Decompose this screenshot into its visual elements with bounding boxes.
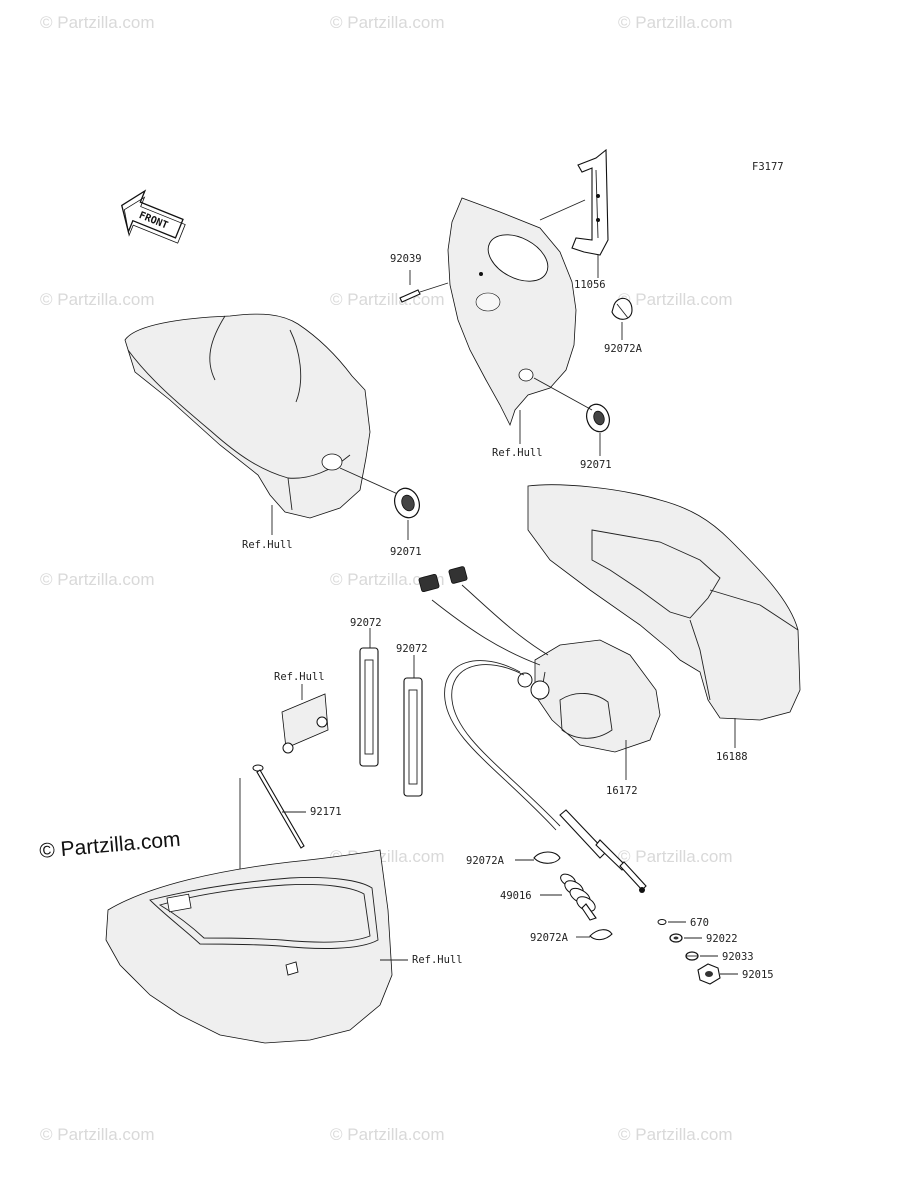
watermark: © Partzilla.com: [40, 290, 155, 309]
boot-49016: [560, 873, 597, 921]
label-92072-a: 92072: [350, 617, 382, 629]
watermark: © Partzilla.com: [330, 290, 445, 309]
clip-92072A-mid: [533, 851, 561, 864]
cable-end-rod: [559, 809, 647, 893]
label-92072A-mid: 92072A: [466, 855, 505, 867]
hull-panel-bottom: [105, 849, 393, 1044]
label-92015: 92015: [742, 969, 774, 981]
watermark: © Partzilla.com: [618, 847, 733, 866]
clip-92072A-low: [589, 929, 613, 941]
label-16188: 16188: [716, 751, 748, 763]
label-ref-hull-left: Ref.Hull: [242, 539, 293, 551]
watermark: © Partzilla.com: [330, 13, 445, 32]
control-unit-16172: [517, 639, 661, 753]
label-49016: 49016: [500, 890, 532, 902]
pin-92039: [399, 270, 421, 303]
control-cable: [444, 660, 561, 831]
label-92039: 92039: [390, 253, 422, 265]
label-92072A-top: 92072A: [604, 343, 643, 355]
watermark: © Partzilla.com: [330, 1125, 445, 1144]
label-16172: 16172: [606, 785, 638, 797]
credit-text: © Partzilla.com: [38, 828, 181, 863]
label-92072-b: 92072: [396, 643, 428, 655]
watermark: © Partzilla.com: [40, 13, 155, 32]
part-92033: [685, 951, 699, 961]
label-92022: 92022: [706, 933, 738, 945]
part-670: [657, 919, 667, 925]
grommet-92071-right: [586, 403, 610, 433]
watermark: © Partzilla.com: [330, 570, 445, 589]
label-ref-hull-bottom: Ref.Hull: [412, 954, 463, 966]
watermark: © Partzilla.com: [618, 290, 733, 309]
front-arrow-icon: FRONT: [121, 189, 186, 244]
hull-panel-left: [124, 313, 371, 519]
bracket-11056: [571, 148, 609, 256]
watermark: © Partzilla.com: [40, 1125, 155, 1144]
cover-16188: [527, 484, 801, 721]
watermark: © Partzilla.com: [618, 1125, 733, 1144]
watermark: © Partzilla.com: [40, 570, 155, 589]
label-ref-hull-mid: Ref.Hull: [274, 671, 325, 683]
rod-92171: [252, 764, 305, 849]
label-92071-right: 92071: [580, 459, 612, 471]
ref-hull-plate: [281, 693, 329, 754]
hull-panel-top: [447, 197, 577, 427]
label-ref-hull-top: Ref.Hull: [492, 447, 543, 459]
watermark: © Partzilla.com: [618, 13, 733, 32]
label-92033: 92033: [722, 951, 754, 963]
label-670: 670: [690, 917, 709, 929]
label-92171: 92171: [310, 806, 342, 818]
clip-92072A-top: [611, 297, 633, 320]
label-11056: 11056: [574, 279, 606, 291]
label-92072A-low: 92072A: [530, 932, 569, 944]
strap-92072-b: [403, 677, 423, 797]
part-92015: [697, 963, 721, 985]
grommet-92071-left: [394, 487, 420, 519]
strap-92072-a: [359, 647, 379, 767]
part-92022: [669, 933, 683, 943]
figure-code: F3177: [752, 161, 784, 173]
wire-harness: [418, 566, 549, 666]
label-92071-left: 92071: [390, 546, 422, 558]
